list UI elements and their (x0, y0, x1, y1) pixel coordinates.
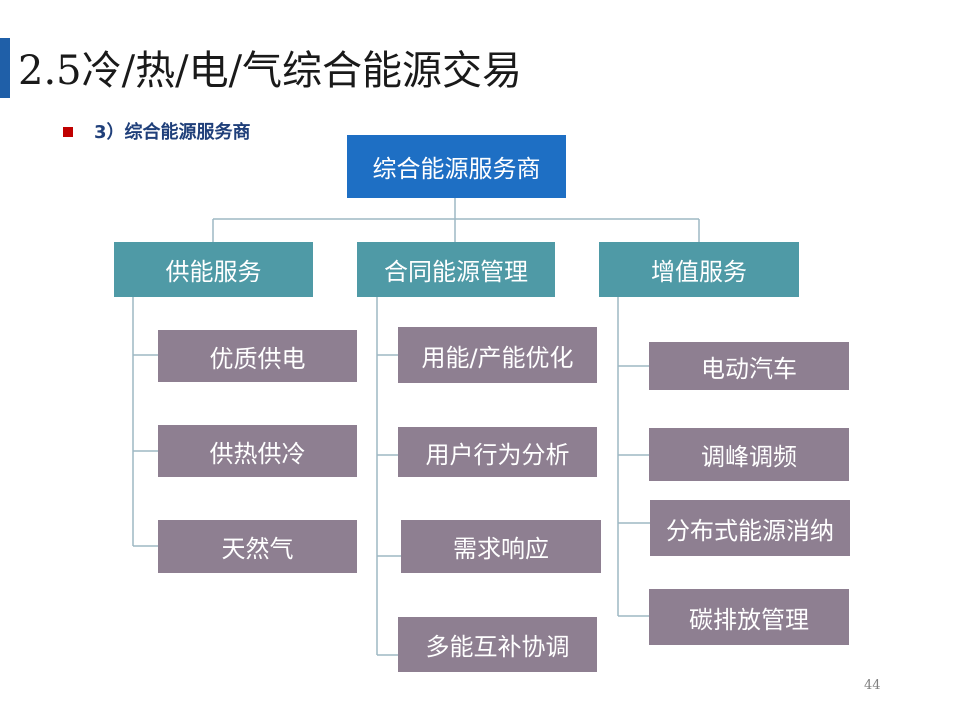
title-accent-bar (0, 38, 10, 98)
page-number: 44 (864, 678, 881, 693)
leaf-electric-vehicles: 电动汽车 (649, 342, 849, 390)
leaf-demand-response: 需求响应 (401, 520, 601, 573)
leaf-multi-energy-coordination: 多能互补协调 (398, 617, 597, 672)
leaf-user-behavior-analysis: 用户行为分析 (398, 427, 597, 477)
category-value-added-services: 增值服务 (599, 242, 799, 297)
bullet-square-icon (63, 127, 73, 137)
leaf-energy-optimization: 用能/产能优化 (398, 327, 597, 383)
category-energy-supply: 供能服务 (114, 242, 313, 297)
leaf-quality-power-supply: 优质供电 (158, 330, 357, 382)
leaf-heating-cooling: 供热供冷 (158, 425, 357, 477)
category-contract-energy-management: 合同能源管理 (357, 242, 555, 297)
leaf-peak-frequency-regulation: 调峰调频 (649, 428, 849, 481)
page-title: 2.5冷/热/电/气综合能源交易 (18, 48, 523, 94)
leaf-natural-gas: 天然气 (158, 520, 357, 573)
leaf-distributed-energy-consumption: 分布式能源消纳 (650, 500, 850, 556)
root-node: 综合能源服务商 (347, 135, 566, 198)
leaf-carbon-emission-management: 碳排放管理 (649, 589, 849, 645)
section-subtitle: 3）综合能源服务商 (94, 122, 251, 143)
